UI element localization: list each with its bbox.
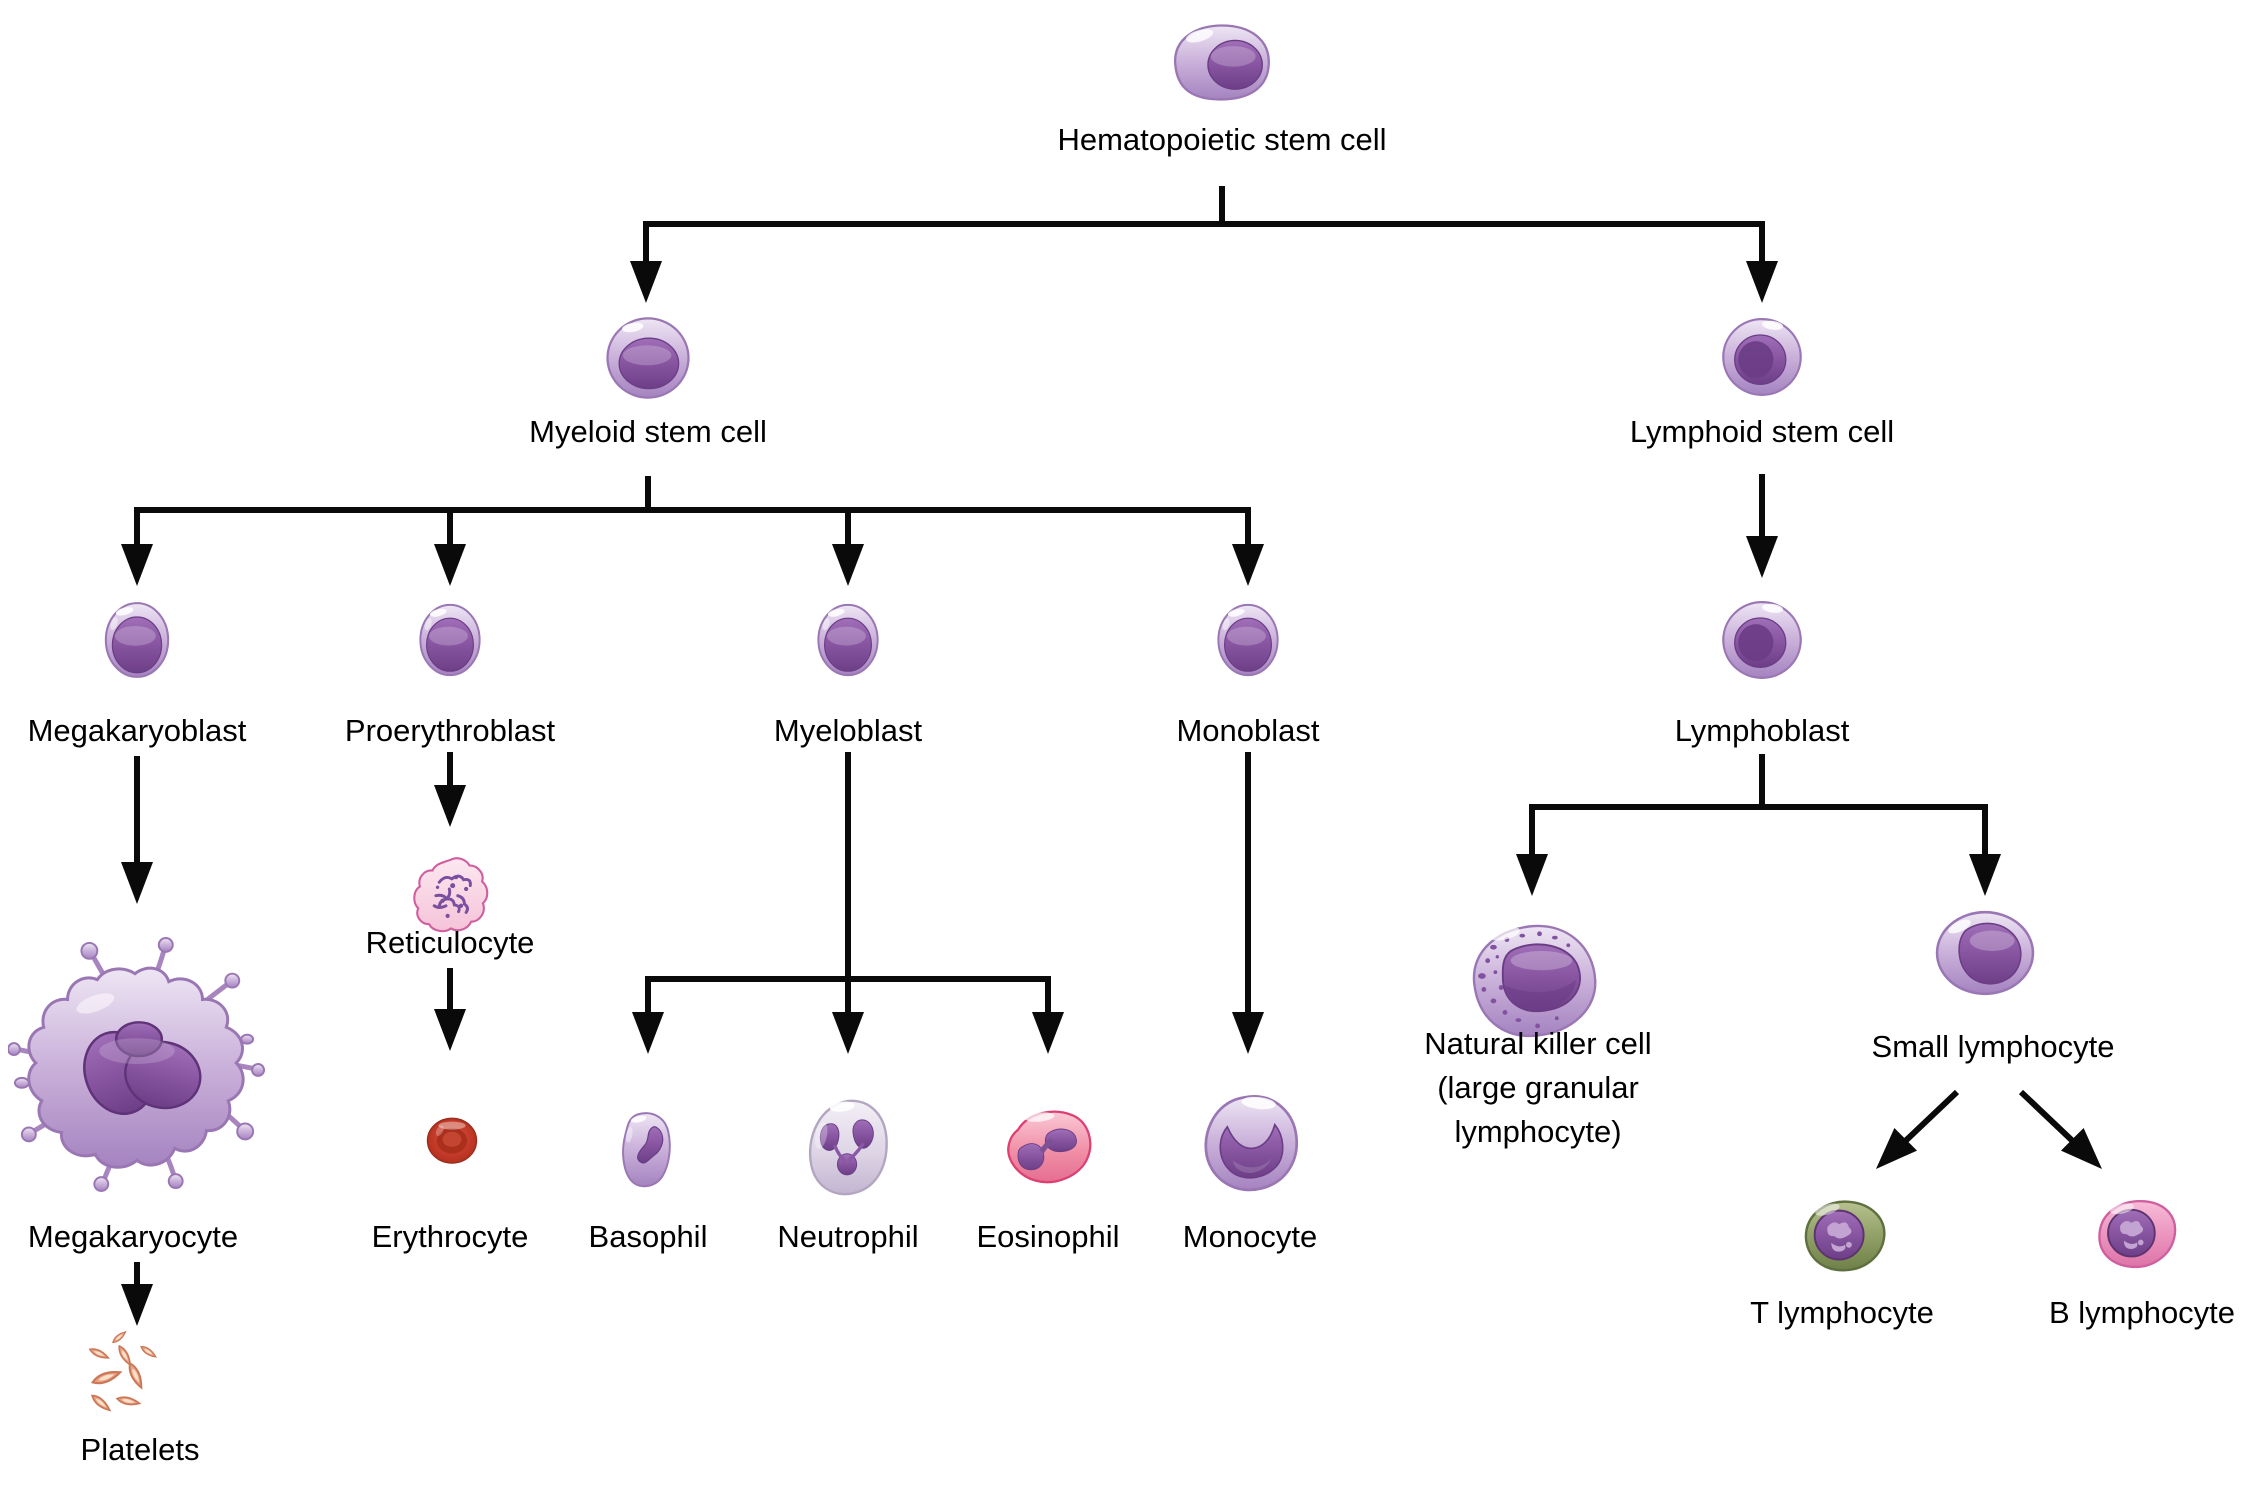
basophil-icon <box>609 1103 687 1201</box>
branch-myeloblast <box>645 752 1051 1016</box>
neutrophil-label: Neutrophil <box>777 1219 919 1254</box>
branch-lymphoblast <box>1529 754 1988 858</box>
erythrocyte-icon <box>416 1106 488 1174</box>
myeloid-stem-cell-icon <box>602 313 694 403</box>
myeloid-stem-cell-label: Myeloid stem cell <box>529 414 767 449</box>
platelets-icon <box>80 1328 195 1423</box>
lymphoid-stem-cell-icon <box>1717 313 1807 401</box>
nk-label-line-3: lymphocyte) <box>1454 1114 1622 1149</box>
platelets-label: Platelets <box>80 1432 200 1467</box>
monoblast-label: Monoblast <box>1176 713 1320 748</box>
neutrophil-icon <box>800 1095 896 1201</box>
arrow-small-lymphocyte-to-b <box>2018 1089 2083 1151</box>
monocyte-label: Monocyte <box>1182 1219 1318 1254</box>
proerythroblast-label: Proerythroblast <box>344 713 556 748</box>
monoblast-icon <box>1209 594 1287 686</box>
small-lymphocyte-label: Small lymphocyte <box>1871 1029 2115 1064</box>
arrowheads <box>121 261 2102 1326</box>
hematopoietic-stem-cell-icon <box>1164 15 1280 109</box>
lymphoid-stem-cell-label: Lymphoid stem cell <box>1629 414 1895 449</box>
arrow-small-lymphocyte-to-t <box>1895 1089 1960 1151</box>
myeloblast-icon <box>809 594 887 686</box>
nk-label-line-1: Natural killer cell <box>1424 1026 1652 1061</box>
natural-killer-cell-label: Natural killer cell (large granular lymp… <box>1424 1022 1651 1154</box>
eosinophil-icon <box>998 1104 1098 1192</box>
erythrocyte-label: Erythrocyte <box>371 1219 529 1254</box>
megakaryocyte-icon <box>8 932 266 1194</box>
small-lymphocyte-icon <box>1928 902 2042 1004</box>
nk-label-line-2: (large granular <box>1437 1070 1639 1105</box>
megakaryoblast-icon <box>96 594 178 686</box>
branch-myeloid <box>134 476 1251 548</box>
branch-hsc <box>643 186 1765 265</box>
reticulocyte-label: Reticulocyte <box>365 925 535 960</box>
myeloblast-label: Myeloblast <box>773 713 923 748</box>
eosinophil-label: Eosinophil <box>976 1219 1120 1254</box>
megakaryocyte-label: Megakaryocyte <box>27 1219 239 1254</box>
b-lymphocyte-label: B lymphocyte <box>2048 1295 2236 1330</box>
t-lymphocyte-icon <box>1794 1192 1896 1282</box>
proerythroblast-icon <box>411 594 489 686</box>
lymphoblast-label: Lymphoblast <box>1674 713 1850 748</box>
monocyte-icon <box>1196 1089 1304 1197</box>
basophil-label: Basophil <box>588 1219 708 1254</box>
hematopoietic-stem-cell-label: Hematopoietic stem cell <box>1057 122 1387 157</box>
lymphoblast-icon <box>1718 596 1806 684</box>
b-lymphocyte-icon <box>2087 1192 2187 1278</box>
megakaryoblast-label: Megakaryoblast <box>27 713 247 748</box>
t-lymphocyte-label: T lymphocyte <box>1750 1295 1934 1330</box>
